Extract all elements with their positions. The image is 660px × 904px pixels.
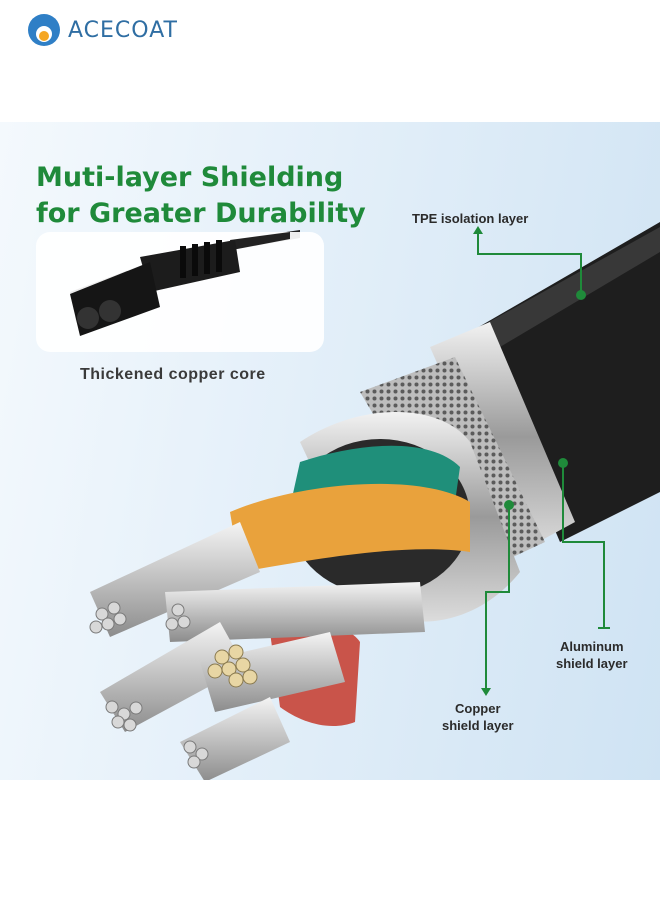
headline-line-2: for Greater Durability xyxy=(36,198,366,229)
brand-name: ACECOAT xyxy=(68,17,178,43)
inset-caption: Thickened copper core xyxy=(80,366,266,383)
product-banner: Muti-layer Shielding for Greater Durabil… xyxy=(0,122,660,780)
label-tpe-layer: TPE isolation layer xyxy=(412,211,529,226)
orange-wire xyxy=(230,483,470,572)
cable-illustration xyxy=(70,222,660,780)
headline: Muti-layer Shielding for Greater Durabil… xyxy=(36,160,366,232)
label-aluminum-layer: Aluminum shield layer xyxy=(556,639,628,671)
brand-logo: ACECOAT xyxy=(26,12,178,48)
headline-line-1: Muti-layer Shielding xyxy=(36,162,344,193)
tpe-jacket xyxy=(470,222,660,542)
aluminum-layer xyxy=(430,322,575,552)
logo-icon xyxy=(28,14,60,46)
strand-bundles xyxy=(89,522,425,780)
plug-inset xyxy=(36,232,324,352)
label-copper-layer: Copper shield layer xyxy=(442,701,514,733)
